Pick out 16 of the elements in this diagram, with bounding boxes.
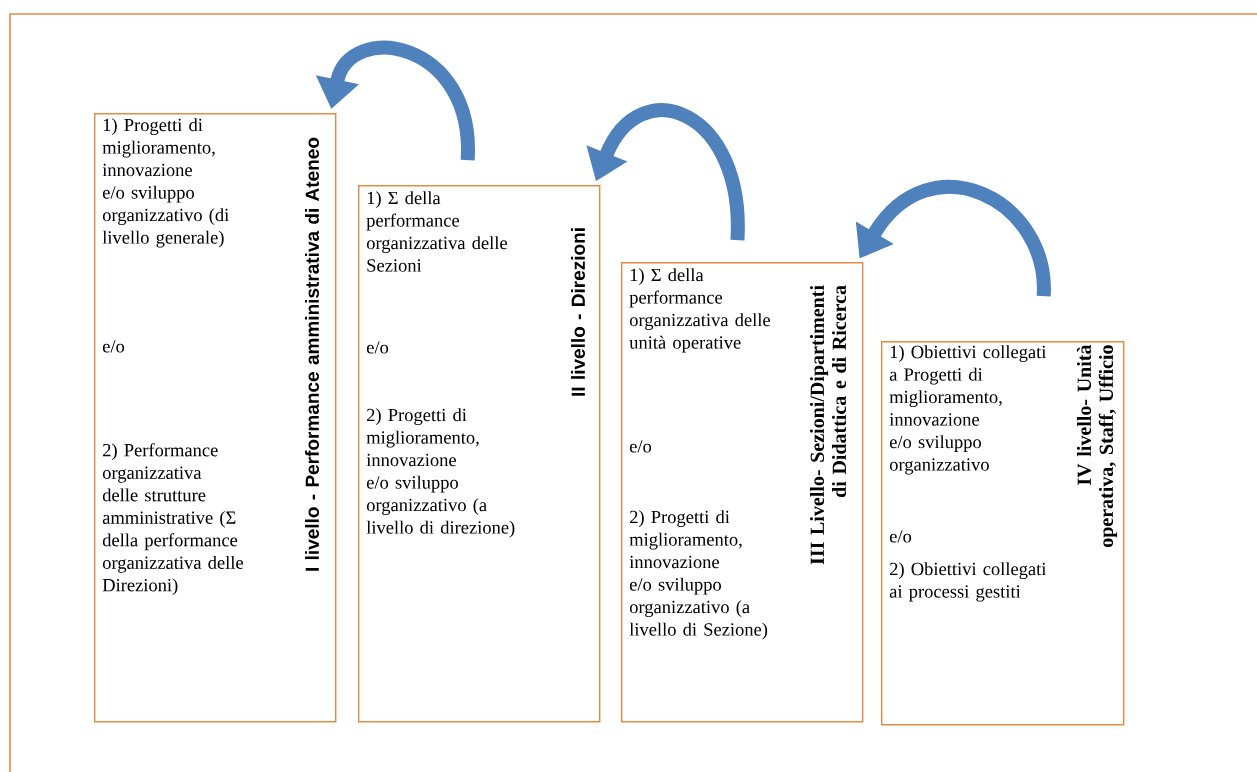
box-text: 2) Obiettivi collegati ai processi gestiti: [889, 562, 1047, 602]
box-text: e/o: [366, 341, 389, 354]
level-heading: II livello - Direzioni: [571, 228, 585, 396]
box-text: 2) Performance organizzativa delle strutture amministrative (Σ della performance organizzativa delle Direzioni): [102, 443, 243, 596]
level-heading: IV livello- Unità operativa, Staff, Ufficio: [1076, 344, 1118, 547]
level-heading: III Livello- Sezioni/Dipartimenti di Didattica e di Ricerca: [809, 285, 847, 565]
box-text: 2) Progetti di miglioramento, innovazione e/o sviluppo organizzativo (a livello di direzione): [366, 408, 515, 538]
level-heading: I livello - Performance amministrativa di Ateneo: [305, 137, 319, 571]
box-text: 1) Σ della performance organizzativa delle Sezioni: [366, 191, 507, 272]
box-text: e/o: [889, 530, 912, 543]
box-text: 1) Progetti di miglioramento, innovazione e/o sviluppo organizzativo (di livello generale): [102, 118, 229, 248]
box-text: e/o: [102, 340, 125, 353]
box-text: 1) Obiettivi collegati a Progetti di miglioramento, innovazione e/o sviluppo organizzativo: [889, 345, 1047, 475]
box-text: 2) Progetti di miglioramento, innovazione e/o sviluppo organizzativo (a livello di Sezione): [629, 510, 768, 640]
box-text: 1) Σ della performance organizzativa delle unità operative: [629, 268, 770, 353]
box-text: e/o: [629, 440, 652, 453]
